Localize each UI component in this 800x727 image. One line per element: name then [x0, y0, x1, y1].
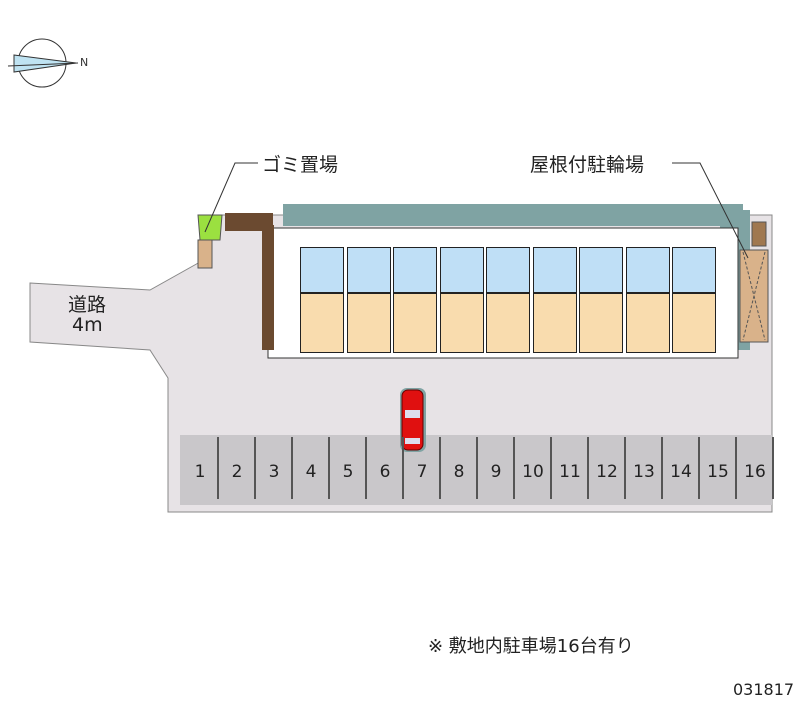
stall-divider: [772, 437, 774, 499]
apartment-unit: [298, 243, 344, 355]
stall-number: 6: [379, 462, 391, 482]
stall-divider: [328, 437, 330, 499]
stall-number: 1: [194, 462, 206, 482]
stall-number: 8: [453, 462, 465, 482]
unit-room: [486, 293, 530, 353]
unit-room: [300, 293, 344, 353]
garbage-area: [197, 214, 223, 241]
stall-number: 16: [744, 462, 766, 482]
stall-divider: [624, 437, 626, 499]
building-shade: [283, 204, 743, 226]
garbage-leader: [204, 162, 258, 233]
apartment-unit: [345, 243, 391, 355]
stall-divider: [587, 437, 589, 499]
stall-divider: [661, 437, 663, 499]
stall-divider: [291, 437, 293, 499]
unit-wet-area: [439, 247, 484, 293]
unit-wet-area: [393, 247, 437, 293]
unit-room: [393, 293, 437, 353]
stall-number: 5: [342, 462, 354, 482]
bicycle-parking-label: 屋根付駐輪場: [530, 154, 645, 176]
apartment-unit: [577, 243, 623, 355]
unit-wet-area: [300, 247, 344, 293]
stall-number: 11: [559, 462, 581, 482]
bicycle-leader: [672, 162, 749, 259]
compass-north-label: N: [80, 56, 88, 69]
stall-number: 14: [670, 462, 692, 482]
garbage-box: [197, 239, 213, 269]
bicycle-box: [751, 221, 767, 247]
unit-room: [625, 293, 670, 353]
apartment-unit: [484, 243, 530, 355]
stall-divider: [365, 437, 367, 499]
stall-number: 15: [707, 462, 729, 482]
apartment-unit: [670, 243, 716, 355]
hedge: [225, 213, 273, 231]
unit-wet-area: [486, 247, 530, 293]
garbage-label: ゴミ置場: [262, 154, 339, 176]
hedge-vertical: [262, 225, 274, 350]
stall-divider: [254, 437, 256, 499]
apartment-unit: [531, 243, 577, 355]
stall-number: 3: [268, 462, 280, 482]
apartment-unit: [391, 243, 437, 355]
unit-wet-area: [672, 247, 716, 293]
road-name: 道路: [68, 294, 107, 316]
stall-number: 2: [231, 462, 243, 482]
stall-divider: [698, 437, 700, 499]
unit-wet-area: [625, 247, 670, 293]
stall-number: 12: [596, 462, 618, 482]
property-code: 031817: [733, 680, 795, 699]
stall-divider: [217, 437, 219, 499]
compass-icon: N: [7, 38, 88, 88]
stall-divider: [402, 437, 404, 499]
stall-number: 9: [490, 462, 502, 482]
stall-divider: [476, 437, 478, 499]
stall-divider: [513, 437, 515, 499]
stall-number: 7: [416, 462, 428, 482]
unit-wet-area: [346, 247, 391, 293]
stall-number: 13: [633, 462, 655, 482]
stall-divider: [735, 437, 737, 499]
unit-room: [346, 293, 391, 353]
unit-wet-area: [532, 247, 577, 293]
road-width: 4m: [72, 314, 103, 336]
stall-number: 4: [305, 462, 317, 482]
unit-wet-area: [579, 247, 623, 293]
apartment-unit: [438, 243, 484, 355]
car-icon: [400, 388, 426, 452]
unit-room: [672, 293, 716, 353]
footnote: ※ 敷地内駐車場16台有り: [428, 636, 634, 657]
unit-room: [579, 293, 623, 353]
apartment-unit: [624, 243, 670, 355]
stall-divider: [550, 437, 552, 499]
unit-room: [439, 293, 484, 353]
stall-divider: [439, 437, 441, 499]
stall-number: 10: [522, 462, 544, 482]
unit-room: [532, 293, 577, 353]
